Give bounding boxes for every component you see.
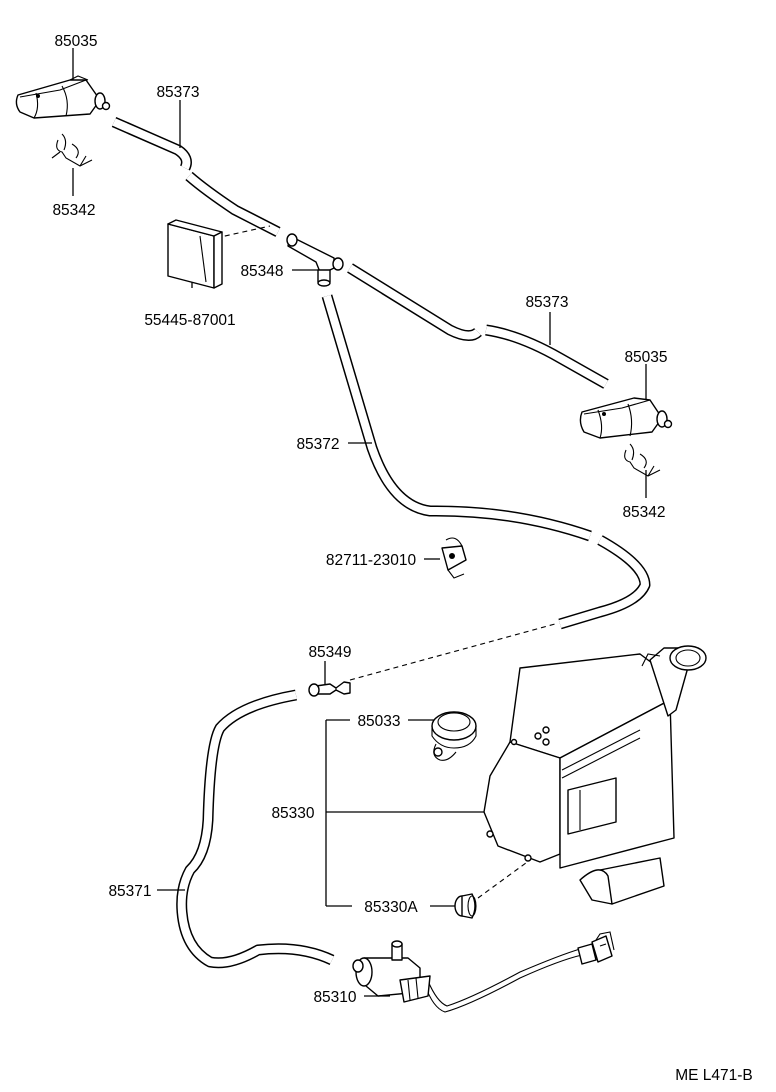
label-nozzle-left: 85035 (54, 33, 97, 50)
label-hose-lower: 85371 (108, 883, 151, 900)
tank-cap (431, 711, 477, 761)
leader-lines (72, 48, 647, 997)
washer-tank (483, 645, 707, 905)
hose-upper-left (111, 116, 281, 237)
clip-left (51, 133, 93, 167)
label-pump-motor: 85310 (313, 989, 356, 1006)
pump-wire (424, 948, 583, 1013)
label-nozzle-right: 85035 (624, 349, 667, 366)
hose-main (321, 294, 651, 630)
label-clip-left: 85342 (52, 202, 95, 219)
grommet (454, 893, 477, 919)
check-valve (308, 681, 351, 697)
hose-upper-right (347, 263, 609, 389)
label-hose-upper-left: 85373 (156, 84, 199, 101)
label-plate (167, 219, 223, 289)
connector-grommet (477, 859, 531, 899)
label-plate-number: 55445-87001 (144, 312, 235, 329)
washer-nozzle-right (579, 397, 673, 439)
connector-plug (577, 931, 615, 965)
pump-motor (352, 940, 431, 1003)
washer-nozzle-left (15, 75, 111, 119)
label-tank: 85330 (271, 805, 314, 822)
wire-clamp (441, 537, 467, 579)
diagram-code: ME L471-B (675, 1067, 753, 1084)
clip-right (624, 443, 661, 477)
label-hose-main: 85372 (296, 436, 339, 453)
label-hose-upper-right: 85373 (525, 294, 568, 311)
label-tank-cap: 85033 (357, 713, 400, 730)
label-joint: 85348 (240, 263, 283, 280)
connector-plate (215, 225, 271, 239)
label-clip-right: 85342 (622, 504, 665, 521)
label-check-valve: 85349 (308, 644, 351, 661)
label-grommet: 85330A (364, 899, 418, 916)
hose-lower (176, 689, 335, 969)
hose-joint (286, 233, 344, 287)
label-clamp: 82711-23010 (326, 552, 417, 569)
